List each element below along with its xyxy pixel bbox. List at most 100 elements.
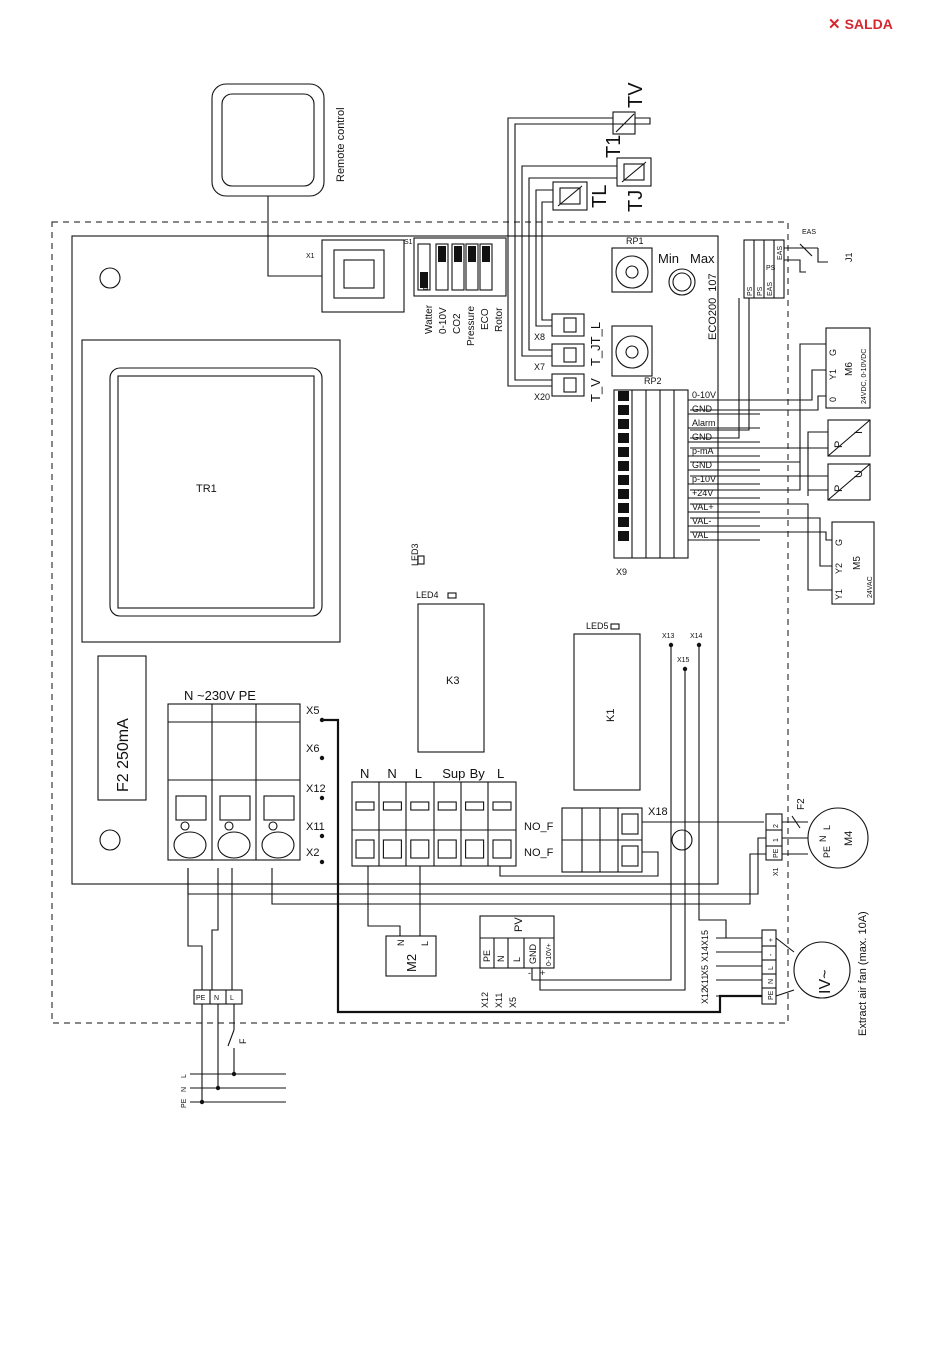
k1-label: K1 — [605, 709, 617, 722]
t1-label: T1 — [603, 135, 625, 158]
board-id: ECO200_107 — [707, 273, 719, 340]
relay-terminals — [351, 781, 517, 867]
x9-pin — [618, 447, 629, 457]
j1-label: J1 — [844, 252, 854, 262]
x9-pin — [618, 517, 629, 527]
relay-k1: K1 — [573, 633, 641, 791]
x11-label: X11 — [306, 821, 325, 833]
supply-line: PE — [181, 1098, 188, 1108]
fan-pin: PE — [768, 990, 775, 1000]
relay-slot — [355, 839, 375, 859]
fan-pin: - — [768, 953, 775, 956]
pu-sensor: P U — [690, 461, 871, 501]
fuse-label: F2 250mA — [115, 718, 132, 792]
m4-block-pin: PE — [773, 848, 780, 858]
max-label: Max — [690, 251, 715, 266]
relay-screw — [437, 801, 457, 811]
x13-label: X13 — [662, 633, 675, 640]
x9-pin — [618, 405, 629, 415]
fan-pin: + — [768, 938, 775, 942]
mount-hole — [99, 267, 121, 289]
relay-screw — [410, 801, 430, 811]
relay-screw — [382, 801, 402, 811]
x9-term-label: p-mA — [692, 446, 714, 456]
x2-label: X2 — [306, 847, 319, 859]
pv-name: PV — [513, 917, 525, 932]
x9-pin — [618, 391, 629, 401]
fan-x: X5 — [700, 965, 710, 976]
extract-fan: + - L N PE X15 X14 X5 X11 X12 IV~ Extrac… — [700, 911, 869, 1036]
leds: LED3 LED4 LED5 — [410, 543, 620, 631]
tr1-label: TR1 — [196, 483, 217, 495]
relay-screw — [355, 801, 375, 811]
m5-name: M5 — [852, 556, 863, 570]
relay-term-label: N — [360, 766, 369, 781]
fan-x: X14 — [700, 946, 710, 962]
relay-screw — [465, 801, 485, 811]
fan-pin: L — [768, 966, 775, 970]
nof-label: NO_F — [524, 847, 554, 859]
relay-term-label: N — [387, 766, 396, 781]
s1-label: S1 — [404, 239, 413, 246]
remote-label: Remote control — [335, 107, 347, 182]
x1-connector: X1 — [306, 239, 405, 313]
relay-screw — [492, 801, 512, 811]
mount-hole — [671, 829, 693, 851]
x9-term-label: +24V — [692, 488, 713, 498]
x7-label: X7 — [534, 362, 545, 372]
pi-i: I — [853, 431, 865, 434]
dip-switch-s1: S1 DN Watter 0-10V CO2 Pressure ECO Roto… — [404, 237, 507, 346]
pv-pin: GND — [528, 944, 538, 965]
x9-term-label: GND — [692, 460, 713, 470]
relay-term-label: By — [470, 766, 486, 781]
x18-label: X18 — [648, 806, 668, 818]
relay-slot — [382, 839, 402, 859]
fan-x: X15 — [700, 930, 710, 946]
eas-ps-block: PS PS EAS EAS EAS PS J1 — [690, 229, 854, 439]
ps-label: PS — [766, 265, 776, 272]
x9-pin — [618, 503, 629, 513]
m4-block-pin: 2 — [773, 824, 780, 828]
k3-label: K3 — [446, 675, 459, 687]
pv-pin: 0-10V+ — [546, 943, 553, 966]
supply-line: N — [181, 1087, 188, 1092]
pv-pin: PE — [482, 950, 492, 962]
fan-x: X11 — [700, 975, 710, 990]
x9-term-label: Alarm — [692, 418, 716, 428]
m4-block-pin: 1 — [773, 838, 780, 842]
salda-logo: ✕ SALDA — [828, 16, 893, 32]
relay-slot — [437, 839, 457, 859]
eas-block-pin: EAS — [777, 246, 784, 260]
m4-f2: F2 — [796, 798, 807, 810]
relay-term-label: L — [415, 766, 422, 781]
m4-pin: N — [818, 836, 828, 843]
m4-motor: 2 1 PE X1 M4 PE N L F2 — [187, 798, 869, 905]
salda-mark-icon: ✕ — [828, 15, 841, 33]
x5-label: X5 — [306, 705, 319, 717]
x1-label: X1 — [306, 253, 315, 260]
rp1-label: RP1 — [626, 236, 644, 246]
x13-x14-x15: X13 X14 X15 — [531, 633, 762, 991]
m4-x1: X1 — [773, 867, 780, 876]
x18-connector: X18 NO_F NO_F — [499, 806, 764, 877]
m6-actuator: 0 Y1 G M6 24VDC, 0-10VDC — [690, 327, 871, 491]
supply-line: L — [181, 1074, 188, 1078]
m5-spec: 24VAC — [867, 576, 874, 598]
fan-x: X12 — [700, 988, 710, 1004]
m6-pin: Y1 — [828, 369, 838, 380]
m4-pin: PE — [822, 846, 832, 858]
dip-label: 0-10V — [438, 307, 449, 334]
eas-block-pin: EAS — [767, 282, 774, 296]
x9-term-label: GND — [692, 404, 713, 414]
x9-pin — [618, 461, 629, 471]
eas-block-pin: PS — [757, 286, 764, 296]
relay-slot — [410, 839, 430, 859]
transformer-tr1: TR1 — [81, 339, 341, 643]
mains-terminals: N ~230V PE — [167, 688, 301, 861]
m5-pin: Y2 — [834, 563, 844, 574]
pu-u: U — [853, 470, 865, 478]
pv-pin: L — [512, 957, 522, 962]
m2-pin: L — [420, 941, 430, 946]
dip-label: ECO — [480, 308, 491, 330]
x9-term-label: 0-10V — [692, 390, 716, 400]
